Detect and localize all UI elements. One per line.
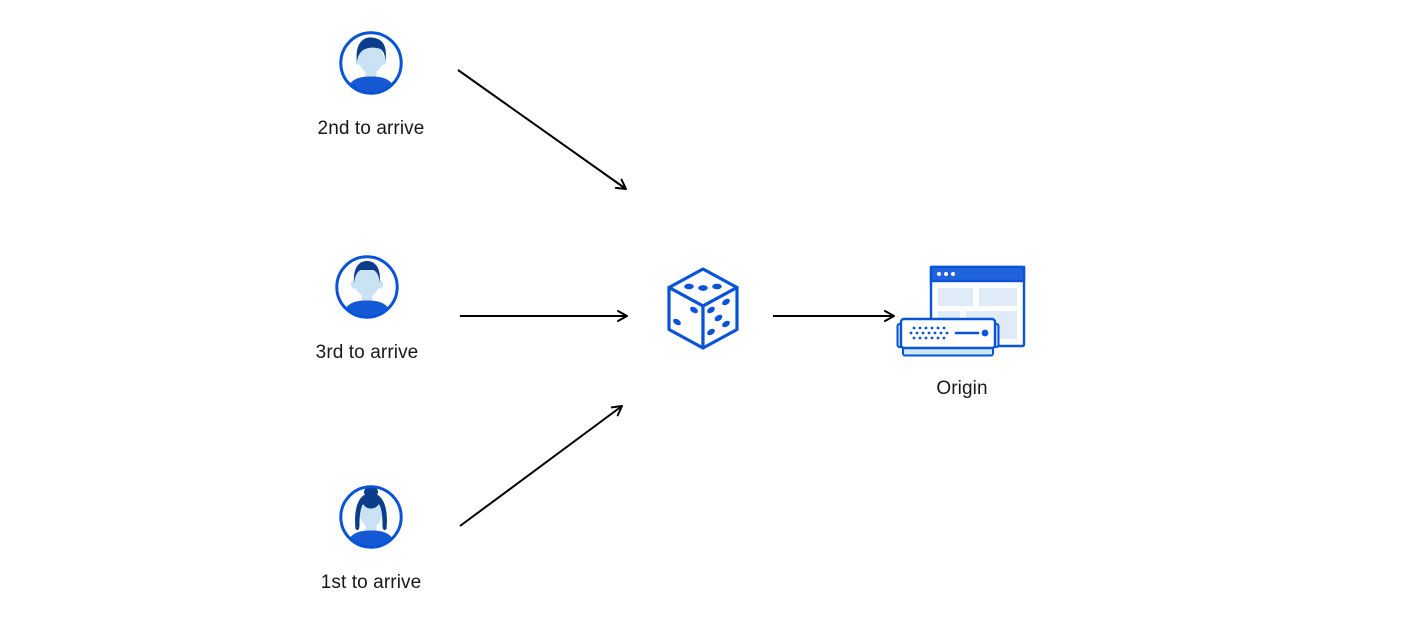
dice-icon [667, 267, 739, 350]
origin-label: Origin [936, 378, 988, 399]
arrow-second-visitor-to-dice [457, 69, 627, 190]
origin-browser-server-icon [896, 265, 1026, 357]
server-box [896, 317, 1000, 357]
man-flattop-avatar-icon [335, 255, 399, 319]
node-first-visitor: 1st to arrive [321, 484, 421, 593]
third-visitor-label: 3rd to arrive [315, 342, 419, 363]
man-swoop-avatar-icon [339, 31, 403, 95]
first-visitor-label: 1st to arrive [320, 572, 422, 593]
node-second-visitor: 2nd to arrive [318, 30, 424, 139]
browser-window-dots [937, 272, 955, 276]
dice-pips [673, 283, 730, 336]
node-dice [666, 266, 740, 355]
server-vent-dots [909, 326, 949, 340]
woman-avatar-icon [339, 485, 403, 549]
server-status-dot [981, 329, 989, 337]
node-origin: Origin [896, 264, 1028, 399]
second-visitor-label: 2nd to arrive [317, 118, 425, 139]
node-third-visitor: 3rd to arrive [316, 254, 418, 363]
arrow-first-visitor-to-dice [459, 405, 623, 527]
